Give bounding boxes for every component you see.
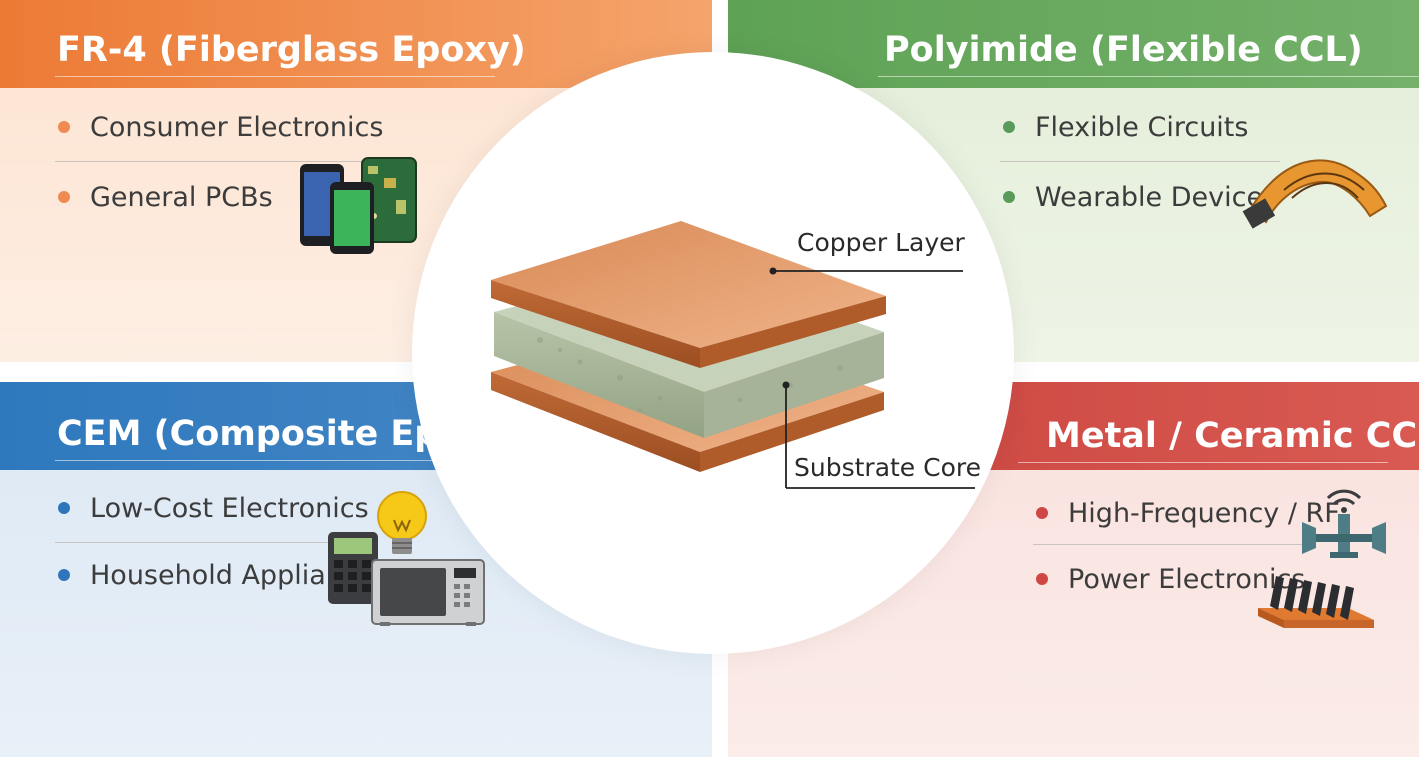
smartphone-icon (300, 157, 417, 254)
fr4-bullet-1: Consumer Electronics (58, 112, 383, 143)
light-bulb-icon (377, 491, 427, 554)
fr4-title: FR-4 (Fiberglass Epoxy) (0, 0, 712, 88)
polyimide-title-underline (878, 76, 1419, 77)
bullet-dot (58, 120, 70, 133)
fr4-title-underline (55, 76, 495, 77)
copper-layer-label: Copper Layer (797, 228, 965, 257)
substrate-core-label: Substrate Core (794, 453, 981, 482)
polyimide-bullet-1: Flexible Circuits (1003, 112, 1248, 143)
bullet-dot (1036, 572, 1048, 585)
metal-bullet-2: Power Electronics (1036, 564, 1305, 595)
metal-divider (1033, 544, 1303, 545)
polyimide-title: Polyimide (Flexible CCL) (728, 0, 1419, 88)
substrate-core-leader (782, 381, 975, 489)
cem-title-underline (55, 460, 435, 461)
bullet-dot (58, 501, 70, 514)
polyimide-bullet-2: Wearable Devices (1003, 182, 1277, 213)
cem-bullet-1: Low-Cost Electronics (58, 493, 369, 524)
bullet-dot (1036, 506, 1048, 519)
bullet-dot (58, 190, 70, 203)
bullet-dot (1003, 120, 1015, 133)
copper-layer-leader (769, 267, 963, 275)
fr4-bullet-2: General PCBs (58, 182, 273, 213)
heat-sink-icon (1258, 576, 1374, 628)
polyimide-divider (1000, 161, 1280, 162)
fr4-divider (55, 161, 385, 162)
bullet-dot (1003, 190, 1015, 203)
metal-title-underline (1018, 462, 1388, 463)
microwave-icon (371, 559, 485, 626)
cem-divider (55, 542, 345, 543)
flex-circuit-icon (1242, 159, 1388, 229)
calculator-icon (328, 532, 378, 604)
bullet-dot (58, 568, 70, 581)
top-copper-layer (491, 221, 886, 368)
rf-antenna-icon (1302, 489, 1386, 558)
metal-bullet-1: High-Frequency / RF (1036, 498, 1340, 529)
